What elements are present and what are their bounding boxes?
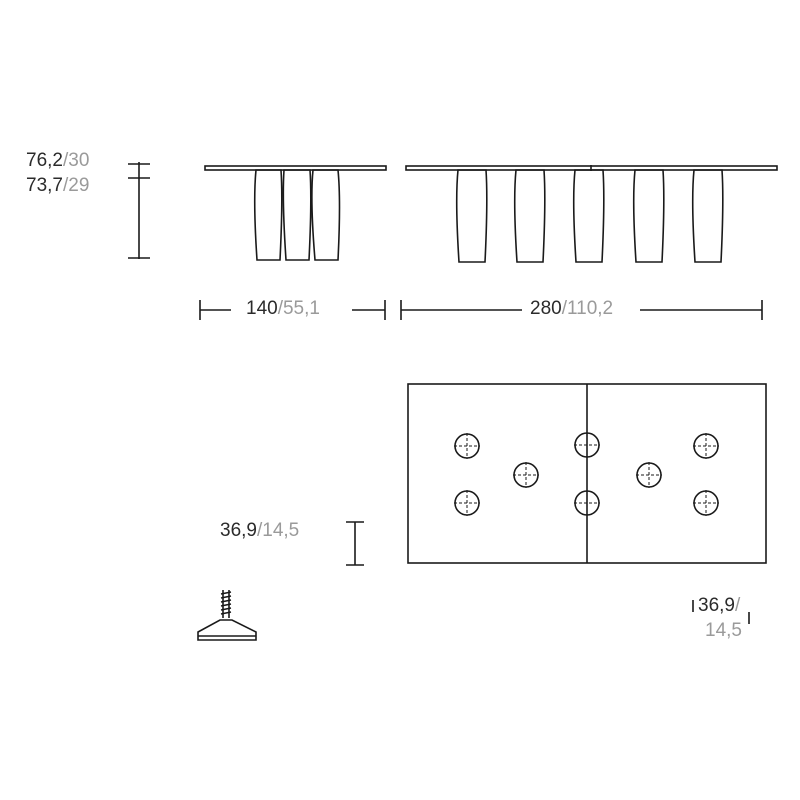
foot-width-imperial: 14,5: [705, 620, 742, 641]
leg-circle: [693, 433, 719, 459]
small-length-dimension-line: [199, 300, 386, 320]
leg-circle: [636, 462, 662, 488]
adjustable-foot-icon: [197, 590, 257, 641]
foot-width-metric: 36,9: [698, 595, 735, 616]
overall-height-imperial: 30: [68, 150, 90, 171]
base-height-metric: 73,7: [26, 175, 63, 196]
overall-height-metric: 76,2: [26, 150, 63, 171]
leg-circle: [454, 433, 480, 459]
foot-height-metric: 36,9: [220, 520, 257, 541]
foot-width-dimension-marks: [692, 600, 750, 624]
large-table-side-view: [405, 165, 778, 263]
small-length-imperial: 55,1: [282, 298, 320, 319]
top-view-leg-circles: [454, 432, 719, 516]
leg-circle: [574, 432, 600, 458]
height-dimension-line: [128, 162, 150, 259]
large-length-dimension-line: [400, 300, 763, 320]
large-length-imperial: 110,2: [566, 298, 614, 319]
foot-height-dimension-line: [346, 521, 364, 566]
small-table-length-label: 140/55,1: [246, 298, 320, 319]
large-length-metric: 280: [530, 298, 562, 319]
foot-width-label-line1: 36,9/: [698, 595, 741, 616]
leg-circle: [454, 490, 480, 516]
leg-circle: [574, 490, 600, 516]
base-height-imperial: 29: [68, 175, 90, 196]
small-table-side-view: [204, 165, 387, 261]
top-view-table: [407, 383, 767, 564]
small-length-metric: 140: [246, 298, 278, 319]
foot-height-label: 36,9/14,5: [220, 520, 300, 541]
base-height-label: 73,7/29: [26, 175, 90, 196]
leg-circle: [693, 490, 719, 516]
leg-circle: [513, 462, 539, 488]
foot-width-label-line2: 14,5: [705, 620, 742, 642]
overall-height-label: 76,2/30: [26, 150, 90, 171]
large-table-length-label: 280/110,2: [530, 298, 614, 319]
foot-height-imperial: 14,5: [262, 520, 300, 541]
